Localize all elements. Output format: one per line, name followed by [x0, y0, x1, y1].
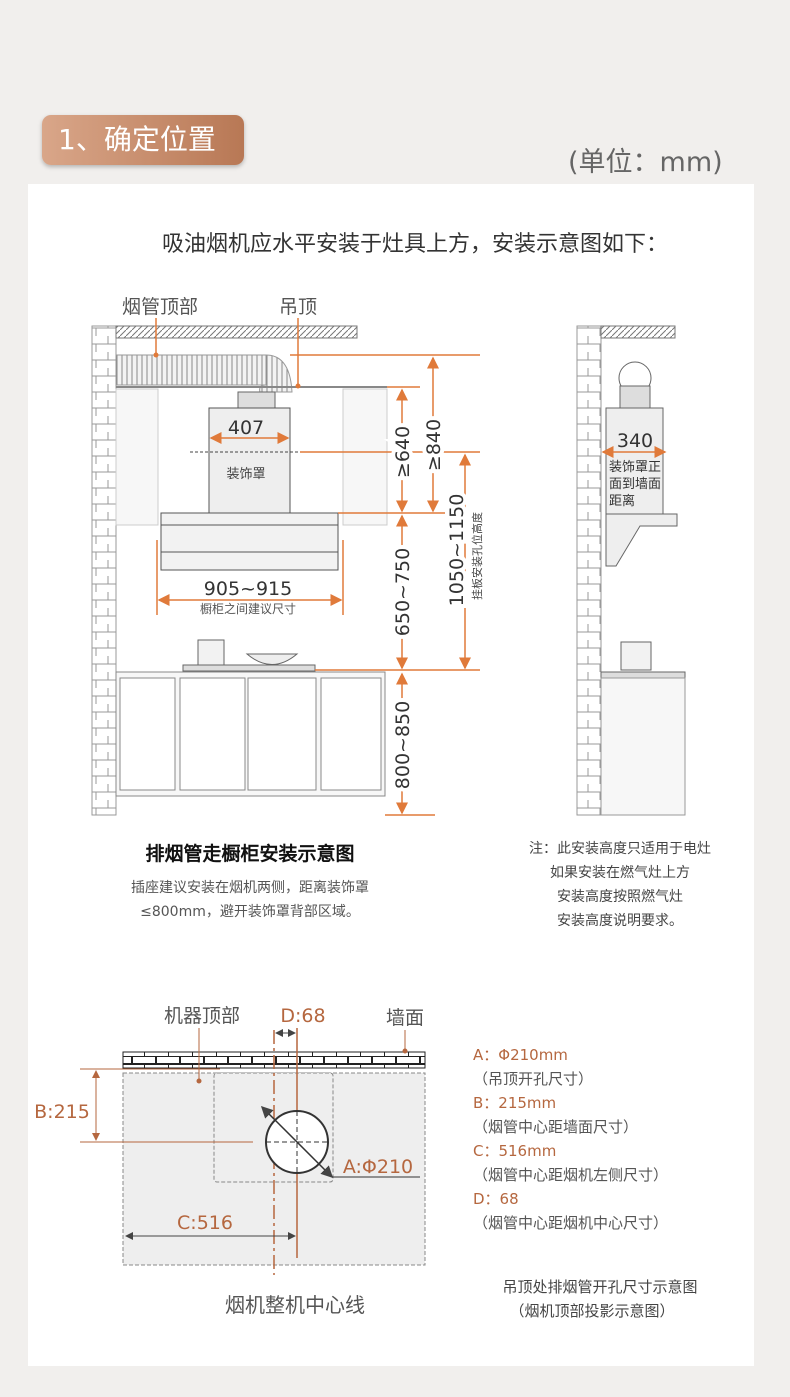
upper-cabinet-left [115, 388, 159, 526]
side-cabinet [600, 677, 686, 816]
intro-text: 吸油烟机应水平安装于灶具上方，安装示意图如下： [162, 232, 668, 257]
label-d: D:68 [280, 1005, 325, 1027]
legend-d-desc: （烟管中心距烟机中心尺寸） [473, 1214, 668, 1232]
legend-b-desc: （烟管中心距墙面尺寸） [473, 1118, 638, 1136]
hood-body [160, 512, 339, 571]
side-wall [576, 325, 602, 816]
side-label-line1: 装饰罩正 [609, 460, 661, 475]
side-note-line1: 注：此安装高度只适用于电灶 [529, 840, 711, 857]
wok [245, 653, 299, 665]
dim-840: ≥840 [423, 419, 445, 471]
wall [91, 325, 117, 816]
legend-a-key: A：Φ210mm [473, 1046, 568, 1064]
hood-cover [208, 407, 291, 514]
dim-650-750: 650~750 [392, 548, 414, 636]
duct [115, 354, 267, 386]
front-note-line2: ≤800mm，避开装饰罩背部区域。 [140, 904, 360, 920]
side-pot [620, 641, 652, 671]
side-ceiling [600, 325, 676, 339]
dim-800-850: 800~850 [392, 701, 414, 789]
side-depth: 340 [617, 430, 653, 452]
label-centerline: 烟机整机中心线 [225, 1293, 365, 1317]
label-ceiling: 吊顶 [279, 296, 317, 318]
side-view: 340 装饰罩正 面到墙面 距离 注：此安装高度只适用于电灶 如果安装在燃气灶上… [529, 325, 711, 929]
legend-d-key: D：68 [473, 1190, 519, 1208]
cabinet-gap-label: 橱柜之间建议尺寸 [200, 602, 296, 616]
legend-c-desc: （烟管中心距烟机左侧尺寸） [473, 1166, 668, 1184]
label-wall: 墙面 [386, 1007, 424, 1029]
side-hood-cover [605, 407, 664, 515]
motor-outlet [237, 391, 276, 409]
front-view: 烟管顶部 吊顶 407 装饰罩 905~915 橱柜之间建议尺寸 ≥640 [91, 296, 484, 920]
top-caption-line2: （烟机顶部投影示意图） [509, 1302, 674, 1320]
top-view: 机器顶部 D:68 墙面 A:Φ210 B:215 C:516 烟机整机中心线 … [34, 1005, 697, 1320]
ceiling [115, 325, 358, 339]
side-hood-body [605, 513, 678, 567]
legend-b-key: B：215mm [473, 1094, 556, 1112]
label-c: C:516 [177, 1212, 233, 1234]
dim-1050-1150: 1050~1150 [446, 494, 468, 607]
legend-a-desc: （吊顶开孔尺寸） [473, 1070, 593, 1088]
cabinet-gap: 905~915 [204, 578, 292, 600]
dim-640: ≥640 [392, 426, 414, 478]
legend-c-key: C：516mm [473, 1142, 556, 1160]
dim-1050-label: 挂板安装孔位高度 [470, 512, 484, 600]
cover-width: 407 [228, 417, 264, 439]
side-label-line3: 距离 [609, 493, 635, 509]
front-caption: 排烟管走橱柜安装示意图 [145, 842, 354, 865]
dimension-legend: A：Φ210mm （吊顶开孔尺寸） B：215mm （烟管中心距墙面尺寸） C：… [473, 1046, 668, 1232]
side-note-line3: 安装高度按照燃气灶 [557, 888, 683, 905]
stove [182, 664, 316, 672]
unit-label: (单位：mm) [568, 147, 723, 178]
side-note-line4: 安装高度说明要求。 [557, 912, 683, 929]
label-a: A:Φ210 [343, 1156, 413, 1178]
upper-cabinet-right [342, 388, 388, 526]
label-b: B:215 [34, 1101, 90, 1123]
label-machine-top: 机器顶部 [164, 1005, 240, 1027]
side-note-line2: 如果安装在燃气灶上方 [550, 864, 690, 881]
section-title-badge: 1、确定位置 [42, 115, 244, 165]
label-duct-top: 烟管顶部 [122, 296, 198, 318]
cover-label: 装饰罩 [226, 467, 265, 482]
top-caption-line1: 吊顶处排烟管开孔尺寸示意图 [502, 1278, 697, 1296]
front-note-line1: 插座建议安装在烟机两侧，距离装饰罩 [131, 879, 369, 896]
pot [197, 639, 225, 667]
side-label-line2: 面到墙面 [609, 477, 661, 492]
